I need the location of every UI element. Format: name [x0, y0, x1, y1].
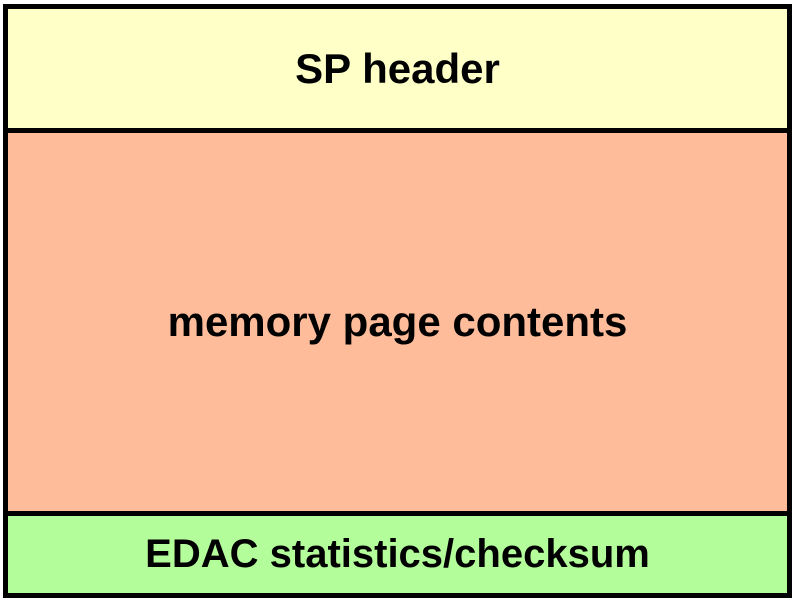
memory-page-contents-label: memory page contents	[167, 298, 628, 345]
sp-header-block: SP header	[8, 9, 787, 133]
edac-checksum-label: EDAC statistics/checksum	[145, 532, 650, 576]
memory-page-contents-block: memory page contents	[8, 133, 787, 516]
edac-checksum-block: EDAC statistics/checksum	[8, 516, 787, 593]
sp-header-label: SP header	[295, 44, 500, 92]
memory-page-layout-diagram: SP header memory page contents EDAC stat…	[3, 4, 792, 598]
